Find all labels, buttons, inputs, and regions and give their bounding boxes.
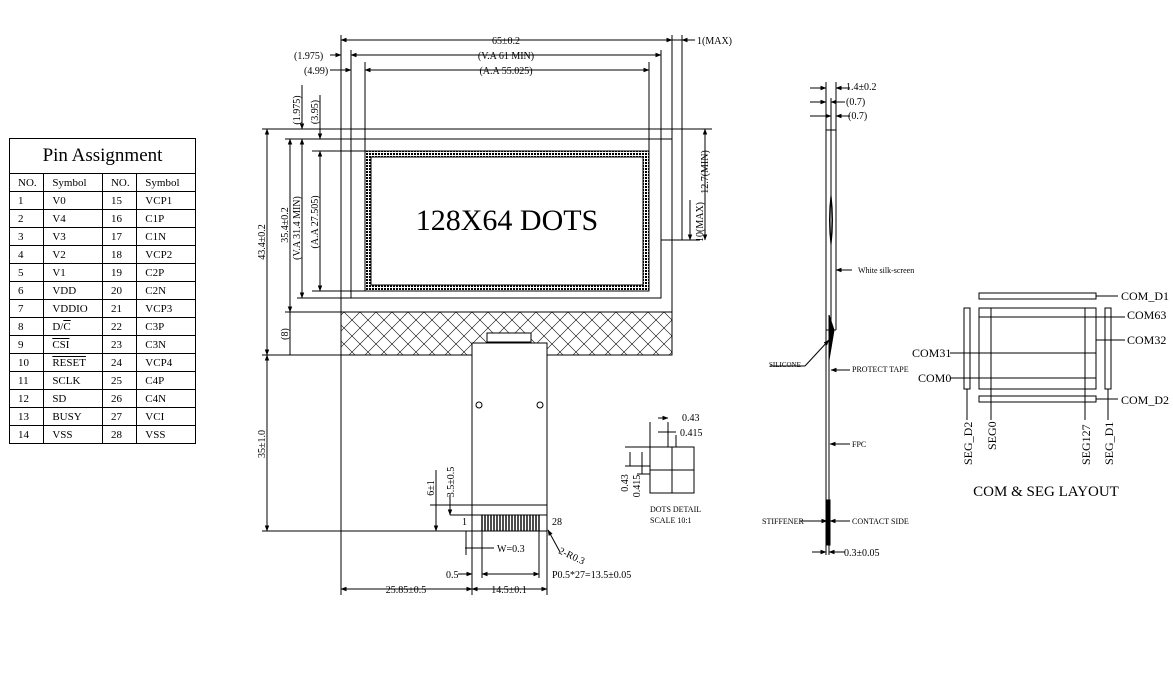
col-header-no-1: NO.	[8, 173, 45, 192]
pin-number: 2	[8, 209, 45, 228]
pin-number: 14	[8, 425, 45, 444]
white-silk-label: White silk-screen	[858, 266, 914, 275]
dots-dim-d: 0.415	[632, 475, 643, 498]
dim-left-1: (1.975)	[294, 51, 323, 62]
col-header-symbol-2: Symbol	[136, 173, 196, 192]
label-seg-d2: SEG_D2	[961, 422, 975, 465]
display-caption: 128X64 DOTS	[416, 204, 599, 237]
dim-height: 43.4±0.2	[257, 224, 268, 260]
pin-symbol: C2N	[136, 281, 196, 300]
dim-left-offset: 25.85±0.5	[386, 585, 427, 596]
dim-0-5: 0.5	[446, 570, 459, 581]
fpc-tail	[471, 342, 548, 532]
label-com0: COM0	[918, 371, 951, 385]
pin-number: 18	[101, 245, 138, 264]
fpc-label: FPC	[852, 440, 866, 449]
pin-symbol: VSS	[136, 425, 196, 444]
dim-va-width: (V.A 61 MIN)	[478, 51, 534, 62]
label-seg0: SEG0	[985, 421, 999, 450]
dim-top-2: (3.95)	[310, 100, 321, 124]
dim-left-2: (4.99)	[304, 66, 328, 77]
pin-first-label: 1	[462, 517, 467, 528]
pin-symbol: C1P	[136, 209, 196, 228]
dots-detail-labels: 0.43 0.415 0.43 0.415 DOTS DETAIL SCALE …	[620, 413, 703, 525]
pin-number: 28	[101, 425, 138, 444]
label-com-d2: COM_D2	[1121, 393, 1169, 407]
side-dim-0-7-b: (0.7)	[848, 111, 867, 122]
dim-right-1: 12.7(MIN)	[700, 150, 711, 194]
label-seg-d1: SEG_D1	[1102, 422, 1116, 465]
front-view-labels: 128X64 DOTS 65±0.2 (V.A 61 MIN) (A.A 55.…	[257, 36, 732, 596]
dots-dim-a: 0.43	[682, 413, 700, 424]
dots-caption-2: SCALE 10:1	[650, 516, 692, 525]
dim-top-1: (1.975)	[292, 95, 303, 124]
silicone-label: SILICONE	[769, 361, 801, 369]
protect-tape-label: PROTECT TAPE	[852, 365, 909, 374]
pin-symbol: RESET	[43, 353, 103, 372]
dots-detail	[625, 415, 695, 494]
side-dim-fpc-thick: 0.3±0.05	[844, 548, 880, 559]
dim-width: 65±0.2	[492, 36, 520, 47]
contact-side-label: CONTACT SIDE	[852, 517, 909, 526]
dim-bottom: (8)	[280, 328, 291, 340]
dim-pitch: P0.5*27=13.5±0.05	[552, 570, 631, 581]
dots-caption-1: DOTS DETAIL	[650, 505, 701, 514]
pin-symbol: SD	[43, 389, 103, 408]
label-com63: COM63	[1127, 308, 1166, 322]
dim-6: 6±1	[426, 480, 437, 496]
label-com-d1: COM_D1	[1121, 289, 1169, 303]
com-seg-title: COM & SEG LAYOUT	[973, 484, 1119, 500]
dim-va-height: (V.A 31.4 MIN)	[292, 196, 303, 260]
front-view	[262, 35, 712, 595]
dim-aa-height: (A.A 27.505)	[310, 195, 321, 248]
pin-symbol: C2P	[136, 263, 196, 282]
dim-thick-max: 1(MAX)	[697, 36, 732, 47]
dots-dim-b: 0.415	[680, 428, 703, 439]
label-com32: COM32	[1127, 333, 1166, 347]
pin-symbol: VSS	[43, 425, 103, 444]
stiffener-label: STIFFENER	[762, 517, 804, 526]
dim-w: W=0.3	[497, 544, 525, 555]
pin-symbol: C4N	[136, 389, 196, 408]
side-dim-0-7-a: (0.7)	[846, 97, 865, 108]
side-view-labels: 1.4±0.2 (0.7) (0.7) White silk-screen SI…	[762, 82, 914, 559]
dim-fpc-width: 14.5±0.1	[491, 585, 527, 596]
com-seg-layout	[950, 292, 1125, 420]
label-com31: COM31	[912, 346, 951, 360]
dim-aa-width: (A.A 55.025)	[479, 66, 532, 77]
dim-r: 2-R0.3	[557, 546, 587, 568]
side-view	[770, 82, 852, 555]
pin-number: 4	[8, 245, 45, 264]
dim-right-2: 10(MAX)	[695, 202, 706, 242]
pin-number: 5	[8, 263, 45, 282]
com-seg-labels: COM_D1 COM63 COM32 COM31 COM0 COM_D2 SEG…	[912, 289, 1169, 500]
fpc-contacts	[481, 515, 540, 531]
side-dim-thick: 1.4±0.2	[846, 82, 877, 93]
pin-last-label: 28	[552, 517, 562, 528]
dots-dim-c: 0.43	[620, 474, 631, 492]
dim-fpc-length: 35±1.0	[257, 430, 268, 458]
dim-3-5: 3.5±0.5	[446, 467, 457, 498]
dim-va-outer: 35.4±0.2	[280, 207, 291, 243]
pin-table-title: Pin Assignment	[9, 138, 196, 174]
label-seg127: SEG127	[1079, 424, 1093, 465]
